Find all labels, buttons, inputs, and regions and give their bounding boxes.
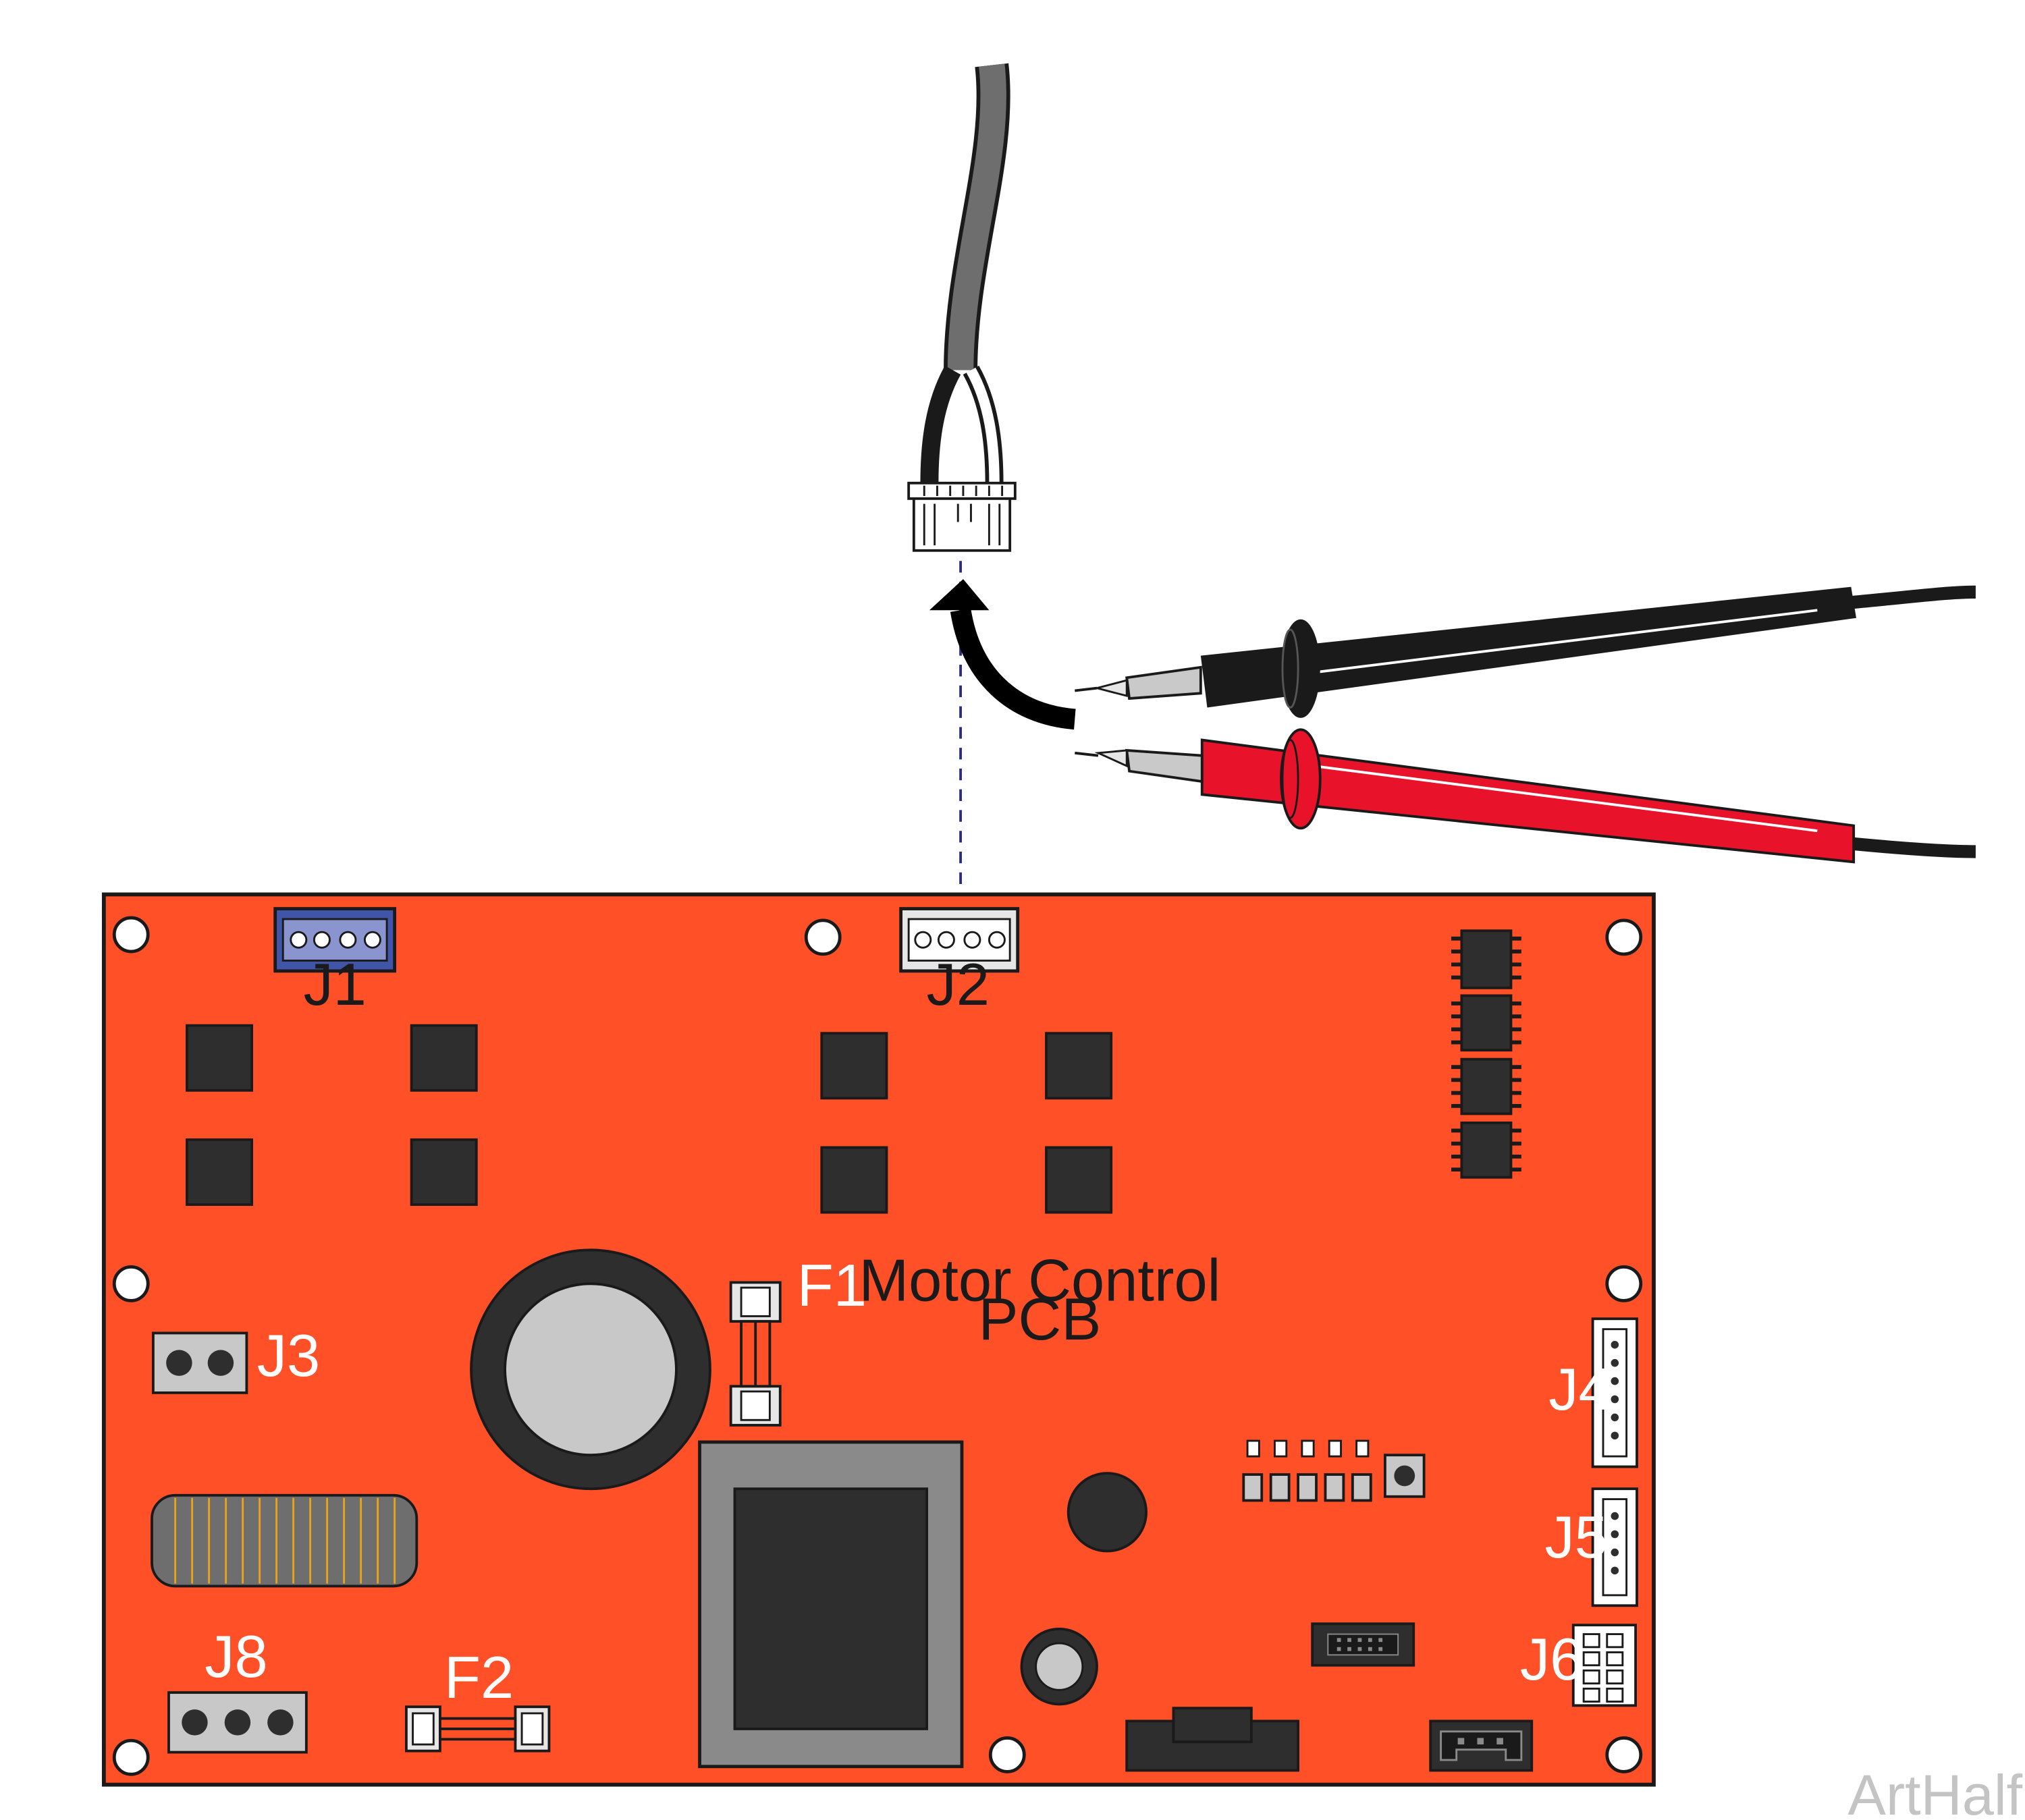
- j8-label: J8: [205, 1623, 267, 1690]
- j5-label: J5: [1544, 1504, 1607, 1570]
- ic-chip: [1451, 1057, 1521, 1115]
- black-wire: [920, 365, 961, 483]
- j3-label: J3: [257, 1322, 320, 1389]
- mounting-holes: [112, 916, 1643, 1776]
- f1-label: F1: [797, 1252, 867, 1319]
- transistor: [1045, 1146, 1113, 1214]
- mounting-hole: [1605, 918, 1643, 956]
- bottom-terminal-block: [1125, 1707, 1299, 1772]
- transistor: [1045, 1032, 1113, 1100]
- bottom-connector[interactable]: [1429, 1719, 1534, 1772]
- curved-arrow-icon: [929, 579, 1076, 730]
- j8-connector[interactable]: [167, 1691, 308, 1754]
- f2-fuse[interactable]: [405, 1705, 551, 1753]
- mounting-hole: [112, 916, 150, 954]
- transistor: [186, 1138, 253, 1206]
- power-transistors: [186, 1024, 1113, 1214]
- board-title-line2: PCB: [978, 1286, 1101, 1352]
- mounting-hole: [1605, 1736, 1643, 1773]
- ribbon-header[interactable]: [1311, 1622, 1415, 1667]
- j2-connector[interactable]: [899, 907, 1020, 973]
- j6-connector[interactable]: [1571, 1624, 1637, 1707]
- j6-label: J6: [1520, 1626, 1583, 1692]
- f1-fuse[interactable]: [729, 1281, 782, 1427]
- j1-label: J1: [303, 951, 366, 1018]
- ic-chips: [1451, 929, 1521, 1179]
- j3-connector[interactable]: [152, 1331, 248, 1394]
- motor-control-pcb: J1 J2: [101, 892, 1656, 1787]
- ic-chip: [1451, 929, 1521, 989]
- transistor: [820, 1032, 888, 1100]
- mounting-hole: [1605, 1265, 1643, 1302]
- board-title-line1: Motor Control: [859, 1246, 1220, 1313]
- large-capacitor: [470, 1248, 711, 1491]
- buzzer: [1066, 1472, 1148, 1553]
- f2-label: F2: [444, 1644, 514, 1711]
- transistor: [820, 1146, 888, 1214]
- black-test-probe[interactable]: [1075, 585, 1976, 718]
- j2-label: J2: [927, 951, 990, 1018]
- transistor: [410, 1138, 478, 1206]
- ic-chip: [1451, 994, 1521, 1052]
- cable-assembly: [907, 63, 1017, 552]
- transistor: [410, 1024, 478, 1092]
- mounting-hole: [804, 918, 842, 956]
- j5-connector[interactable]: [1591, 1487, 1638, 1607]
- red-test-probe[interactable]: [1075, 728, 1976, 864]
- status-leds: [1242, 1439, 1372, 1502]
- transformer: [698, 1440, 964, 1769]
- mounting-hole: [988, 1736, 1026, 1773]
- watermark: ArtHalf: [1848, 1763, 2023, 1820]
- j1-connector[interactable]: [273, 907, 397, 973]
- ic-chip: [1451, 1121, 1521, 1179]
- mounting-hole: [112, 1265, 150, 1302]
- cable-connector-plug[interactable]: [907, 481, 1017, 552]
- reset-push-button[interactable]: [1384, 1454, 1426, 1498]
- transistor: [186, 1024, 253, 1092]
- j4-label: J4: [1548, 1356, 1611, 1423]
- mounting-hole: [112, 1738, 150, 1776]
- small-capacitor: [1020, 1627, 1098, 1706]
- j4-connector[interactable]: [1591, 1317, 1638, 1468]
- inductor-coil: [151, 1493, 418, 1588]
